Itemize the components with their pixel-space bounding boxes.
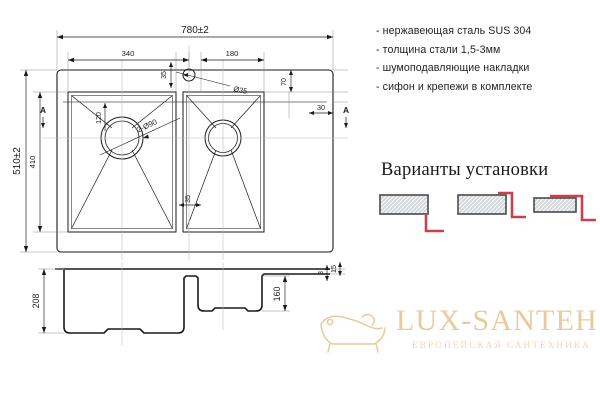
right-bowl bbox=[182, 91, 265, 233]
spec-item-thickness: - толщина стали 1,5-3мм bbox=[376, 43, 501, 56]
section-extension-lines bbox=[38, 268, 345, 334]
dim-overall-height: 510±2 bbox=[12, 147, 23, 175]
spec-item-soundproofing: - шумоподавляющие накладки bbox=[376, 62, 530, 74]
dim-rear-edge: 70 bbox=[281, 78, 288, 86]
plan-view-outline bbox=[56, 69, 334, 253]
under-mount-variant bbox=[533, 194, 596, 222]
drain-callout-leader bbox=[99, 117, 181, 156]
installation-variants-title: Варианты установки bbox=[381, 160, 549, 180]
logo-tagline: ЕВРОПЕЙСКАЯ САНТЕХНИКА bbox=[412, 340, 591, 350]
dim-tap-hole-offset: 35 bbox=[161, 71, 168, 79]
dim-material-thickness: 3 bbox=[316, 271, 325, 275]
dim-side-edge: 30 bbox=[317, 103, 325, 112]
section-marker-label-left: A bbox=[40, 105, 46, 115]
dim-left-offset: 340 bbox=[122, 49, 135, 58]
specification-list: - нержавеющая сталь SUS 304 - толщина ст… bbox=[376, 22, 596, 96]
section-dimension-lines bbox=[41, 262, 342, 333]
dim-drain-callout: 2-Ø90 bbox=[135, 117, 158, 134]
dim-rim-height: 15 bbox=[329, 265, 338, 273]
dim-inner-height: 410 bbox=[28, 156, 37, 169]
dim-right-offset: 180 bbox=[226, 49, 239, 58]
dim-left-bowl-depth: 208 bbox=[31, 294, 41, 309]
plan-centerlines bbox=[42, 45, 348, 260]
section-marker-left bbox=[41, 117, 45, 128]
dim-overall-width: 780±2 bbox=[181, 25, 209, 36]
dim-tap-hole-diameter: Ø35 bbox=[233, 84, 249, 96]
spec-item-siphon: - сифон и крепежи в комплекте bbox=[376, 80, 533, 93]
flush-mount-variant bbox=[379, 194, 444, 233]
dim-right-bowl-depth: 160 bbox=[272, 287, 282, 302]
tap-hole-callout-leader bbox=[175, 71, 231, 87]
dim-left-drain-offset: 120 bbox=[96, 112, 103, 124]
section-centerlines bbox=[121, 262, 224, 345]
section-view-profile bbox=[55, 268, 330, 334]
plan-extension-lines bbox=[20, 30, 348, 253]
top-mount-variant bbox=[457, 191, 526, 219]
plan-dimension-lines bbox=[23, 34, 333, 252]
section-marker-right bbox=[344, 117, 348, 128]
bathtub-icon bbox=[320, 313, 386, 353]
installation-variants-diagram bbox=[379, 191, 596, 233]
section-marker-label-right: A bbox=[343, 105, 349, 115]
brand-watermark: LUX-SANTEH ЕВРОПЕЙСКАЯ САНТЕХНИКА bbox=[318, 302, 598, 368]
spec-item-material: - нержавеющая сталь SUS 304 bbox=[376, 25, 532, 37]
logo-wordmark: LUX-SANTEH bbox=[396, 304, 598, 337]
dim-right-drain-offset: 35 bbox=[185, 195, 192, 203]
